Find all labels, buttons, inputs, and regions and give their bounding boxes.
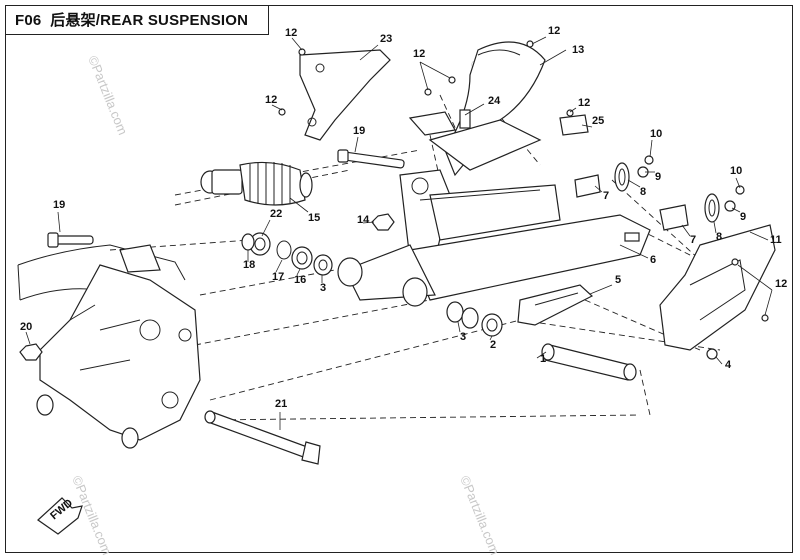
callout-c-19b: 19 <box>53 199 65 211</box>
callout-c-4: 4 <box>725 359 732 371</box>
diagram-frame <box>5 5 793 553</box>
adjuster-part-7-upper <box>574 174 601 198</box>
cap-part-18 <box>241 233 255 251</box>
watermark-top-left: ©Partzilla.com <box>85 54 130 138</box>
callout-c-14: 14 <box>357 214 370 226</box>
bolt-part-19-left <box>47 232 94 248</box>
callout-c-21: 21 <box>275 398 287 410</box>
callout-c-23: 23 <box>380 33 392 45</box>
chain-guard-part-11 <box>659 224 776 351</box>
circlip-part-17 <box>276 240 292 260</box>
fwd-arrow-badge: FWD <box>37 497 83 535</box>
callout-c-5: 5 <box>615 274 621 286</box>
adjuster-part-7-lower <box>659 204 689 231</box>
frame-section-left <box>17 244 201 449</box>
callout-c-11: 11 <box>770 234 782 246</box>
callout-c-3b: 3 <box>460 331 466 343</box>
pivot-shaft-part-21 <box>204 410 321 465</box>
bolt-part-4 <box>706 348 718 360</box>
callout-c-12e: 12 <box>578 97 590 109</box>
callout-c-7a: 7 <box>603 190 609 202</box>
callout-c-12a: 12 <box>285 27 297 39</box>
nut-part-10-lower <box>735 185 745 195</box>
callout-c-12f: 12 <box>775 278 787 290</box>
chain-slider-part-5 <box>517 284 594 326</box>
nut-part-20 <box>19 343 43 361</box>
callout-c-17: 17 <box>272 271 284 283</box>
callout-c-10a: 10 <box>650 128 662 140</box>
callout-c-13: 13 <box>572 44 584 56</box>
callout-c-8b: 8 <box>716 231 722 243</box>
adjuster-part-8-lower <box>704 193 720 223</box>
callout-c-9b: 9 <box>740 211 746 223</box>
nut-part-14 <box>371 213 395 231</box>
title-label: 后悬架/REAR SUSPENSION <box>50 12 249 29</box>
swingarm-part-6 <box>337 169 651 307</box>
callout-c-22: 22 <box>270 208 282 220</box>
callout-c-12c: 12 <box>413 48 425 60</box>
callout-c-25: 25 <box>592 115 604 127</box>
bearing-part-16 <box>291 246 313 270</box>
title-code: F06 <box>15 12 42 29</box>
callout-c-8a: 8 <box>640 186 646 198</box>
callout-c-7b: 7 <box>690 234 696 246</box>
callout-c-12b: 12 <box>548 25 560 37</box>
bolt-part-19-upper <box>337 149 405 169</box>
title-box: F06 后悬架/REAR SUSPENSION <box>5 5 269 35</box>
clip-part-24 <box>408 109 471 136</box>
watermark-bottom-center: ©Partzilla.com <box>457 474 502 558</box>
collar-part-3-lower <box>446 301 479 329</box>
clip-part-25 <box>559 114 589 136</box>
callout-c-1: 1 <box>540 353 546 365</box>
collar-part-3-upper <box>313 254 333 276</box>
callout-c-10b: 10 <box>730 165 742 177</box>
shock-absorber-part-15 <box>200 161 313 206</box>
screws-part-12 <box>278 40 769 322</box>
callout-c-15: 15 <box>308 212 320 224</box>
adjuster-part-8-upper <box>614 162 630 192</box>
page-title: F06 后悬架/REAR SUSPENSION <box>15 9 248 30</box>
callout-c-19a: 19 <box>353 125 365 137</box>
callout-c-24: 24 <box>488 95 501 107</box>
spacer-tube-part-1 <box>541 343 637 381</box>
leader-lines <box>25 36 773 430</box>
rear-fender-part-13 <box>428 41 546 177</box>
callout-c-18: 18 <box>243 259 255 271</box>
callout-c-20: 20 <box>20 321 32 333</box>
nut-part-9-lower <box>724 200 736 212</box>
callout-c-12d: 12 <box>265 94 277 106</box>
callout-c-16: 16 <box>294 274 306 286</box>
callout-c-2: 2 <box>490 339 496 351</box>
bracket-part-23 <box>299 49 391 141</box>
callout-c-3a: 3 <box>320 282 326 294</box>
nut-part-10-upper <box>644 155 654 165</box>
callout-c-6: 6 <box>650 254 656 266</box>
washer-part-2 <box>481 313 503 337</box>
callout-c-9a: 9 <box>655 171 661 183</box>
